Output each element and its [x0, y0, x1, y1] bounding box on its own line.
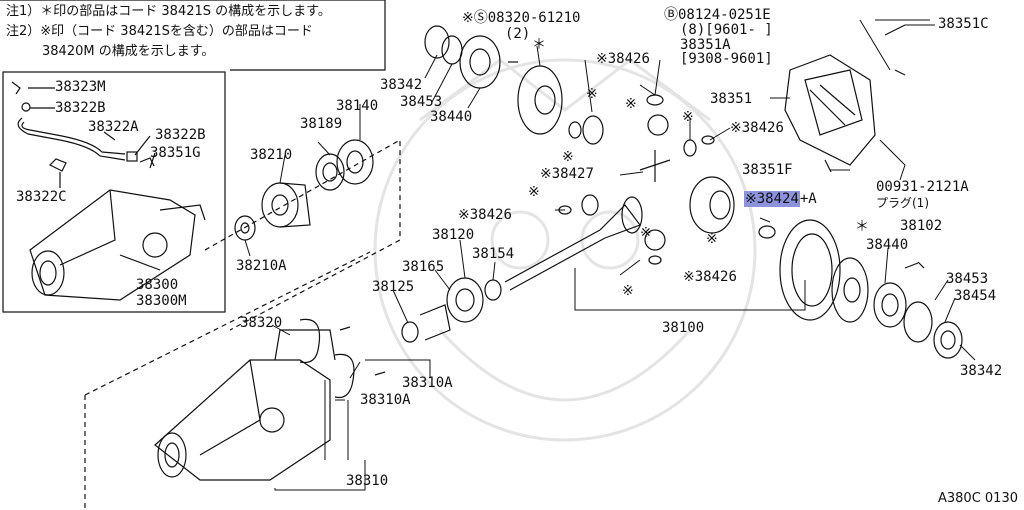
ring-gear: [779, 219, 841, 321]
lower-bearing-set: [831, 257, 963, 359]
main-housing: [154, 329, 336, 481]
kome-mark-2: ※: [625, 96, 637, 112]
dashed-outline-upper: [204, 138, 401, 331]
dashed-outline-lower: [84, 251, 371, 510]
side-retainers: [299, 318, 386, 399]
part-38322C[interactable]: 38322C: [16, 189, 67, 205]
part-38424[interactable]: ※38424+A: [744, 191, 817, 207]
star-mark-upper: ＊: [532, 37, 546, 53]
part-38351A-range: [9308-9601]: [680, 51, 773, 67]
drive-pinion: [401, 196, 643, 343]
part-38322A[interactable]: 38322A: [88, 119, 139, 135]
part-38342-lower[interactable]: 38342: [960, 363, 1003, 379]
star-mark-right: ＊: [855, 219, 869, 235]
leader-lines: [244, 19, 976, 491]
part-38424-suffix: +A: [799, 191, 817, 207]
plug-note: プラグ(1): [876, 196, 929, 210]
part-38351[interactable]: 38351: [710, 91, 753, 107]
part-38426-b[interactable]: ※38426: [730, 120, 784, 136]
part-38310[interactable]: 38310: [346, 473, 389, 489]
kome-mark-7: ※: [622, 283, 634, 299]
case-adapter: [689, 176, 776, 239]
part-38351G[interactable]: 38351G: [150, 145, 201, 161]
figure-code: A380C 0130: [938, 491, 1018, 506]
part-38322B[interactable]: 38322B: [55, 100, 106, 116]
part-38440-lower[interactable]: 38440: [866, 237, 909, 253]
rear-cover: [784, 24, 906, 173]
bolt-08320-61210[interactable]: ※Ⓢ08320-61210: [462, 10, 581, 26]
part-38440-upper[interactable]: 38440: [430, 109, 473, 125]
front-bearing: [315, 139, 374, 191]
part-38351C[interactable]: 38351C: [938, 16, 989, 32]
kome-mark-4: ※: [562, 149, 574, 165]
part-38120[interactable]: 38120: [432, 227, 475, 243]
part-38426-c[interactable]: ※38426: [458, 207, 512, 223]
part-38427[interactable]: ※38427: [540, 166, 594, 182]
part-38189[interactable]: 38189: [300, 116, 343, 132]
bolt-08320-qty: (2): [505, 26, 531, 42]
kome-mark-6: ※: [706, 231, 718, 247]
breather-hose: [11, 81, 155, 172]
part-38426-a[interactable]: ※38426: [596, 51, 650, 67]
part-38310A-a[interactable]: 38310A: [402, 375, 453, 391]
part-38424-highlight[interactable]: ※38424: [744, 191, 800, 207]
inset-housing: [29, 189, 206, 301]
part-38454[interactable]: 38454: [954, 288, 997, 304]
part-38322B-2[interactable]: 38322B: [155, 127, 206, 143]
part-38100[interactable]: 38100: [662, 320, 705, 336]
part-38102[interactable]: 38102: [900, 218, 943, 234]
kome-mark-5: ※: [528, 184, 540, 200]
note-line-3: 38420M の構成を示します。: [42, 44, 215, 59]
kome-mark-3: ※: [682, 109, 694, 125]
note-line-1: 注1）＊印の部品はコード 38421S の構成を示します。: [6, 4, 331, 19]
part-38125[interactable]: 38125: [372, 279, 415, 295]
bolt-08124-0251E[interactable]: Ⓑ08124-0251E: [664, 7, 771, 23]
note-line-2: 注2）※印（コード 38421Sを含む）の部品はコード: [6, 24, 313, 39]
part-38300[interactable]: 38300: [136, 277, 179, 293]
notes-box: [0, 0, 386, 71]
part-00931-2121A[interactable]: 00931-2121A: [876, 179, 969, 195]
part-38320[interactable]: 38320: [240, 315, 283, 331]
part-38165[interactable]: 38165: [402, 259, 445, 275]
part-38351A[interactable]: 38351A: [680, 37, 731, 53]
part-38154[interactable]: 38154: [472, 246, 515, 262]
part-38300M[interactable]: 38300M: [136, 293, 187, 309]
part-38210[interactable]: 38210: [250, 147, 293, 163]
kome-mark-8: ※: [640, 225, 652, 241]
part-38342-upper[interactable]: 38342: [380, 77, 423, 93]
part-38140[interactable]: 38140: [336, 98, 379, 114]
part-38453-upper[interactable]: 38453: [400, 94, 443, 110]
part-38351F[interactable]: 38351F: [742, 162, 793, 178]
part-38310A-b[interactable]: 38310A: [360, 392, 411, 408]
part-38323M[interactable]: 38323M: [55, 79, 106, 95]
companion-flange: [234, 182, 311, 241]
part-38210A[interactable]: 38210A: [236, 258, 287, 274]
kome-mark-1: ※: [586, 86, 598, 102]
part-38426-d[interactable]: ※38426: [683, 269, 737, 285]
bolt-08124-qty: (8)[9601- ]: [680, 22, 773, 38]
diff-case-upper: [517, 65, 563, 135]
inset-box: [2, 71, 226, 313]
part-38453-lower[interactable]: 38453: [946, 271, 989, 287]
